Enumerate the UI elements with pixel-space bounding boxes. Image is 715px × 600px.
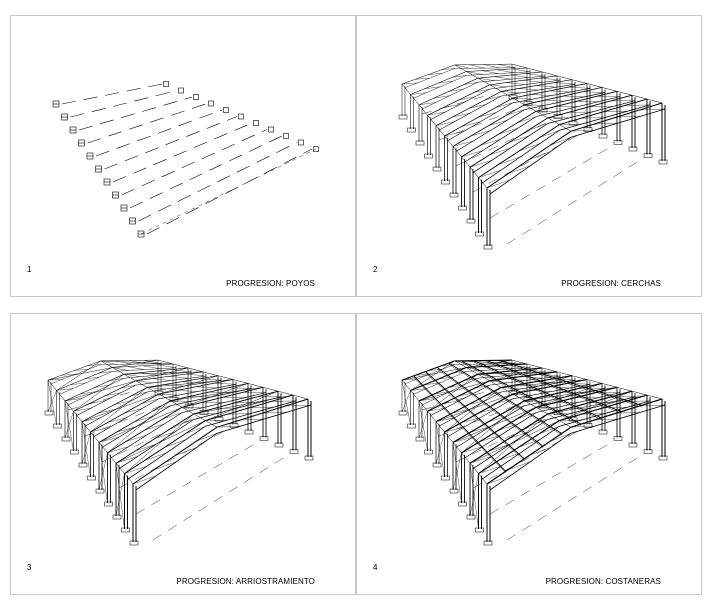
panel-number: 3 [27, 563, 32, 572]
bracing-drawing [44, 359, 314, 546]
footings-drawing [52, 81, 319, 238]
panel-2-cerchas: 2 PROGRESION: CERCHAS [356, 15, 702, 297]
panel-number: 4 [373, 563, 378, 572]
panel-caption: PROGRESION: CERCHAS [561, 279, 661, 288]
panel-4-costaneras: 4 PROGRESION: COSTANERAS [356, 313, 702, 595]
trusses-drawing [398, 63, 668, 250]
panel-number: 1 [27, 265, 32, 274]
panel-number: 2 [373, 265, 378, 274]
panel-3-arriostramiento: 3 PROGRESION: ARRIOSTRAMIENTO [10, 313, 356, 595]
purlins-drawing [398, 359, 668, 546]
panel-caption: PROGRESION: COSTANERAS [545, 577, 661, 586]
panel-1-poyos: 1 PROGRESION: POYOS [10, 15, 356, 297]
panel-caption: PROGRESION: POYOS [226, 279, 315, 288]
panel-caption: PROGRESION: ARRIOSTRAMIENTO [176, 577, 315, 586]
